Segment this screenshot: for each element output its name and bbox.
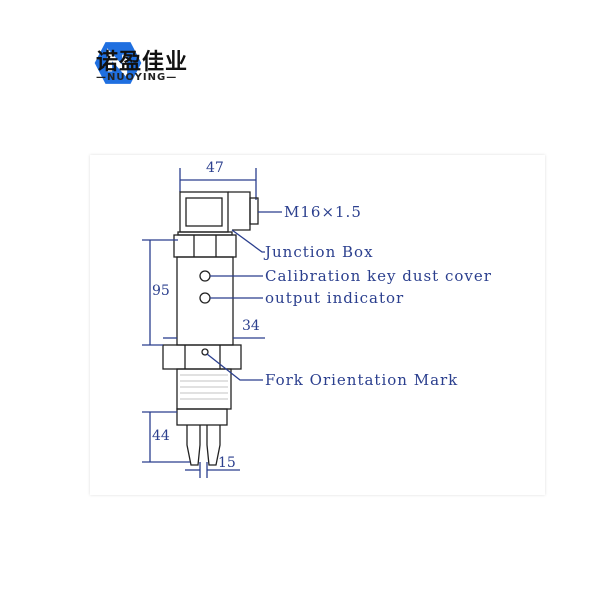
dim-width-top: 47 [206, 160, 224, 176]
upper-nut [173, 234, 237, 258]
brand-name-en: —NUOYING— [96, 72, 178, 83]
logo-icon [94, 42, 142, 84]
fork-tine-right [206, 425, 221, 466]
label-junction-box: Junction Box [265, 243, 374, 261]
dim-fork-height: 44 [152, 428, 170, 444]
dim-body-width: 34 [242, 318, 260, 334]
dim-body-height: 95 [152, 283, 170, 299]
fork-tine-left [186, 425, 201, 466]
output-indicator [199, 292, 211, 304]
body [176, 256, 234, 346]
diagram-panel [90, 155, 545, 495]
calibration-cover [199, 270, 211, 282]
label-calibration: Calibration key dust cover [265, 267, 492, 285]
label-indicator: output indicator [265, 289, 405, 307]
brand-name-cn: 诺盈佳业 [96, 50, 189, 75]
dim-47-line [179, 168, 257, 200]
lower-nut [162, 344, 242, 370]
label-fork-mark: Fork Orientation Mark [265, 371, 459, 389]
dim-fork-width: 15 [218, 455, 236, 471]
label-thread: M16×1.5 [284, 203, 362, 221]
